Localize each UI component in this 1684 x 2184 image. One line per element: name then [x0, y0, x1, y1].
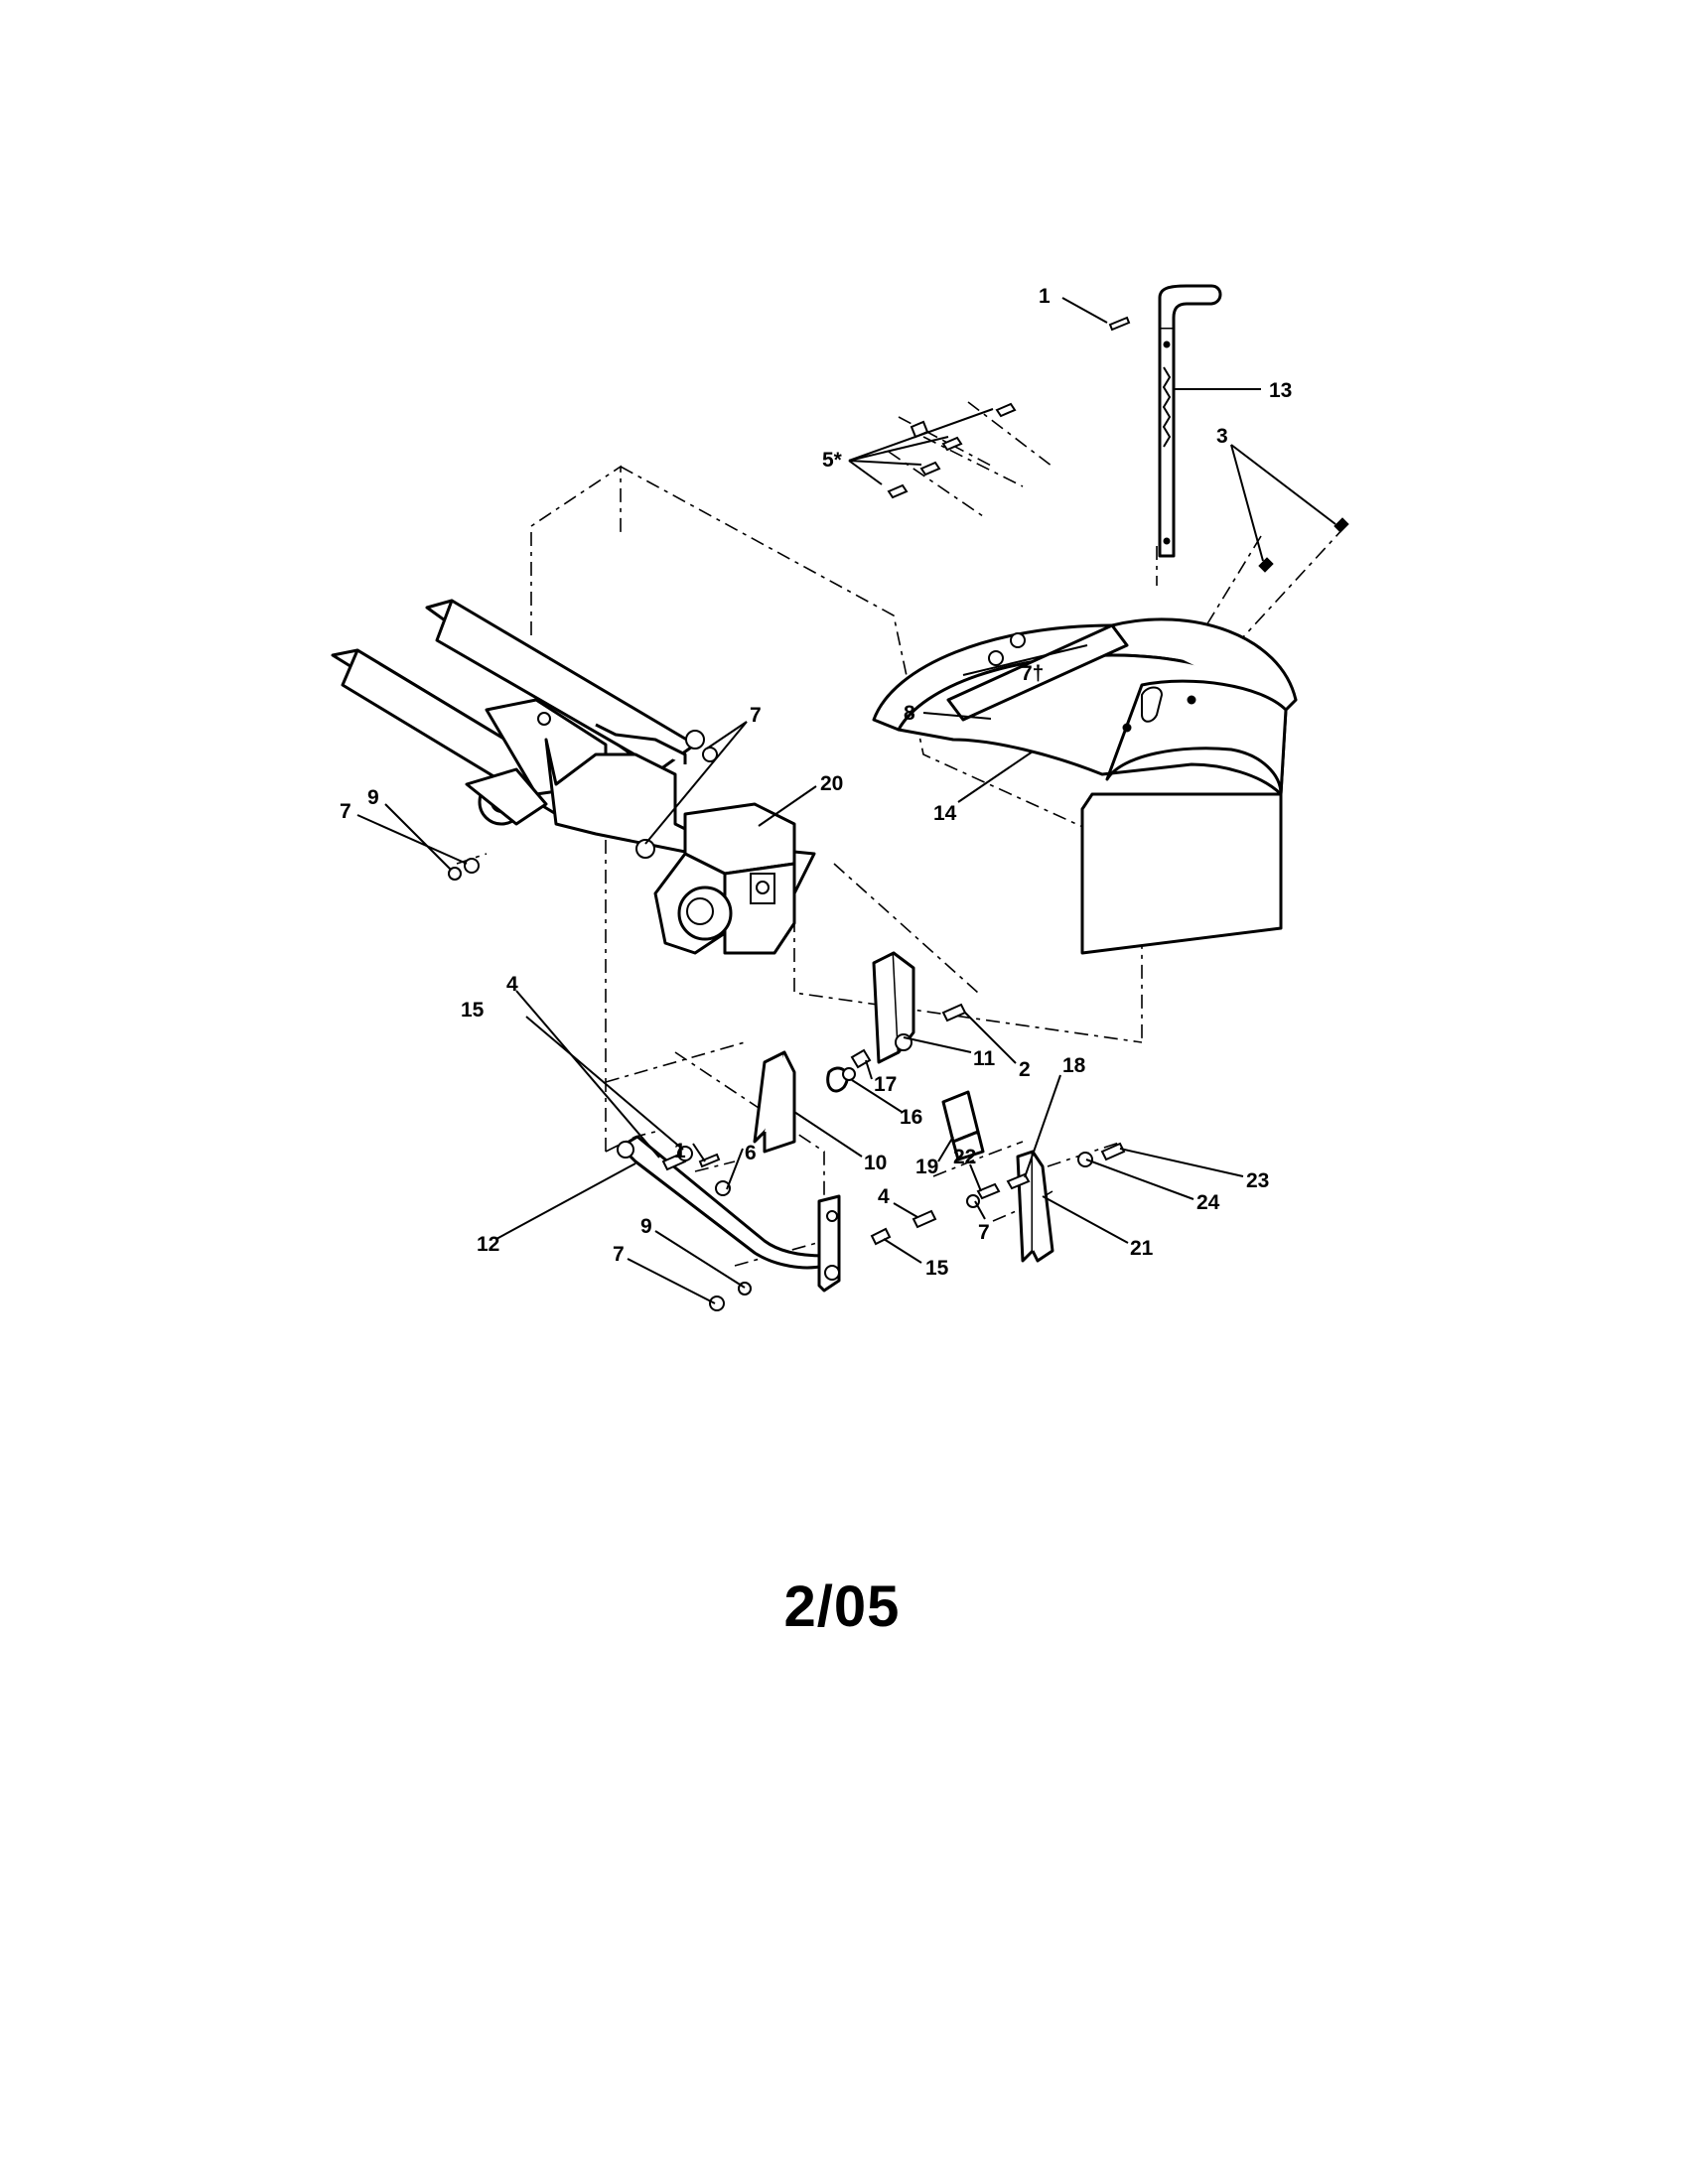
- callout-17: 17: [874, 1073, 897, 1096]
- callout-13: 13: [1269, 379, 1292, 402]
- callout-20: 20: [820, 772, 843, 795]
- callout-9: 9: [367, 786, 379, 809]
- callout-16: 16: [900, 1106, 922, 1129]
- callout-leaders: [356, 297, 1336, 1304]
- callout-14: 14: [933, 802, 957, 825]
- callout-labels: 1 13 5* 3 7 7† 8 14 20 9 7 4 15 2 11 17 …: [340, 285, 1292, 1280]
- callout-11: 11: [973, 1047, 996, 1070]
- callout-7: 7: [750, 704, 762, 727]
- callout-23: 23: [1246, 1169, 1269, 1192]
- callout-7: 7: [613, 1243, 625, 1266]
- callout-7: 7: [340, 800, 351, 823]
- callout-2: 2: [1019, 1058, 1031, 1081]
- callout-22: 22: [953, 1146, 976, 1168]
- callout-18: 18: [1062, 1054, 1086, 1077]
- depth-lever-assembly: [753, 951, 985, 1161]
- transmission-housing: [653, 802, 796, 955]
- callout-21: 21: [1130, 1237, 1154, 1260]
- callout-7: 7: [978, 1221, 990, 1244]
- drag-bar-bracket: [1016, 1150, 1054, 1263]
- callout-1: 1: [1039, 285, 1051, 308]
- callout-8: 8: [904, 702, 915, 725]
- tine-shield: [872, 617, 1298, 955]
- callout-12: 12: [477, 1233, 499, 1256]
- callout-1: 1: [674, 1140, 686, 1162]
- callout-9: 9: [640, 1215, 652, 1238]
- callout-3: 3: [1216, 425, 1228, 448]
- revision-date: 2/05: [783, 1574, 901, 1639]
- callout-15: 15: [461, 999, 485, 1022]
- callout-19: 19: [915, 1156, 938, 1178]
- depth-bar: [1158, 284, 1222, 558]
- callout-7-dagger: 7†: [1021, 662, 1044, 685]
- hardware: [448, 316, 1349, 1311]
- callout-5: 5*: [822, 449, 843, 472]
- callout-4: 4: [878, 1185, 890, 1208]
- callout-6: 6: [745, 1142, 757, 1164]
- callout-24: 24: [1196, 1191, 1220, 1214]
- callout-10: 10: [864, 1152, 887, 1174]
- control-rod: [617, 1135, 841, 1293]
- callout-15: 15: [925, 1257, 949, 1280]
- callout-4: 4: [506, 973, 518, 996]
